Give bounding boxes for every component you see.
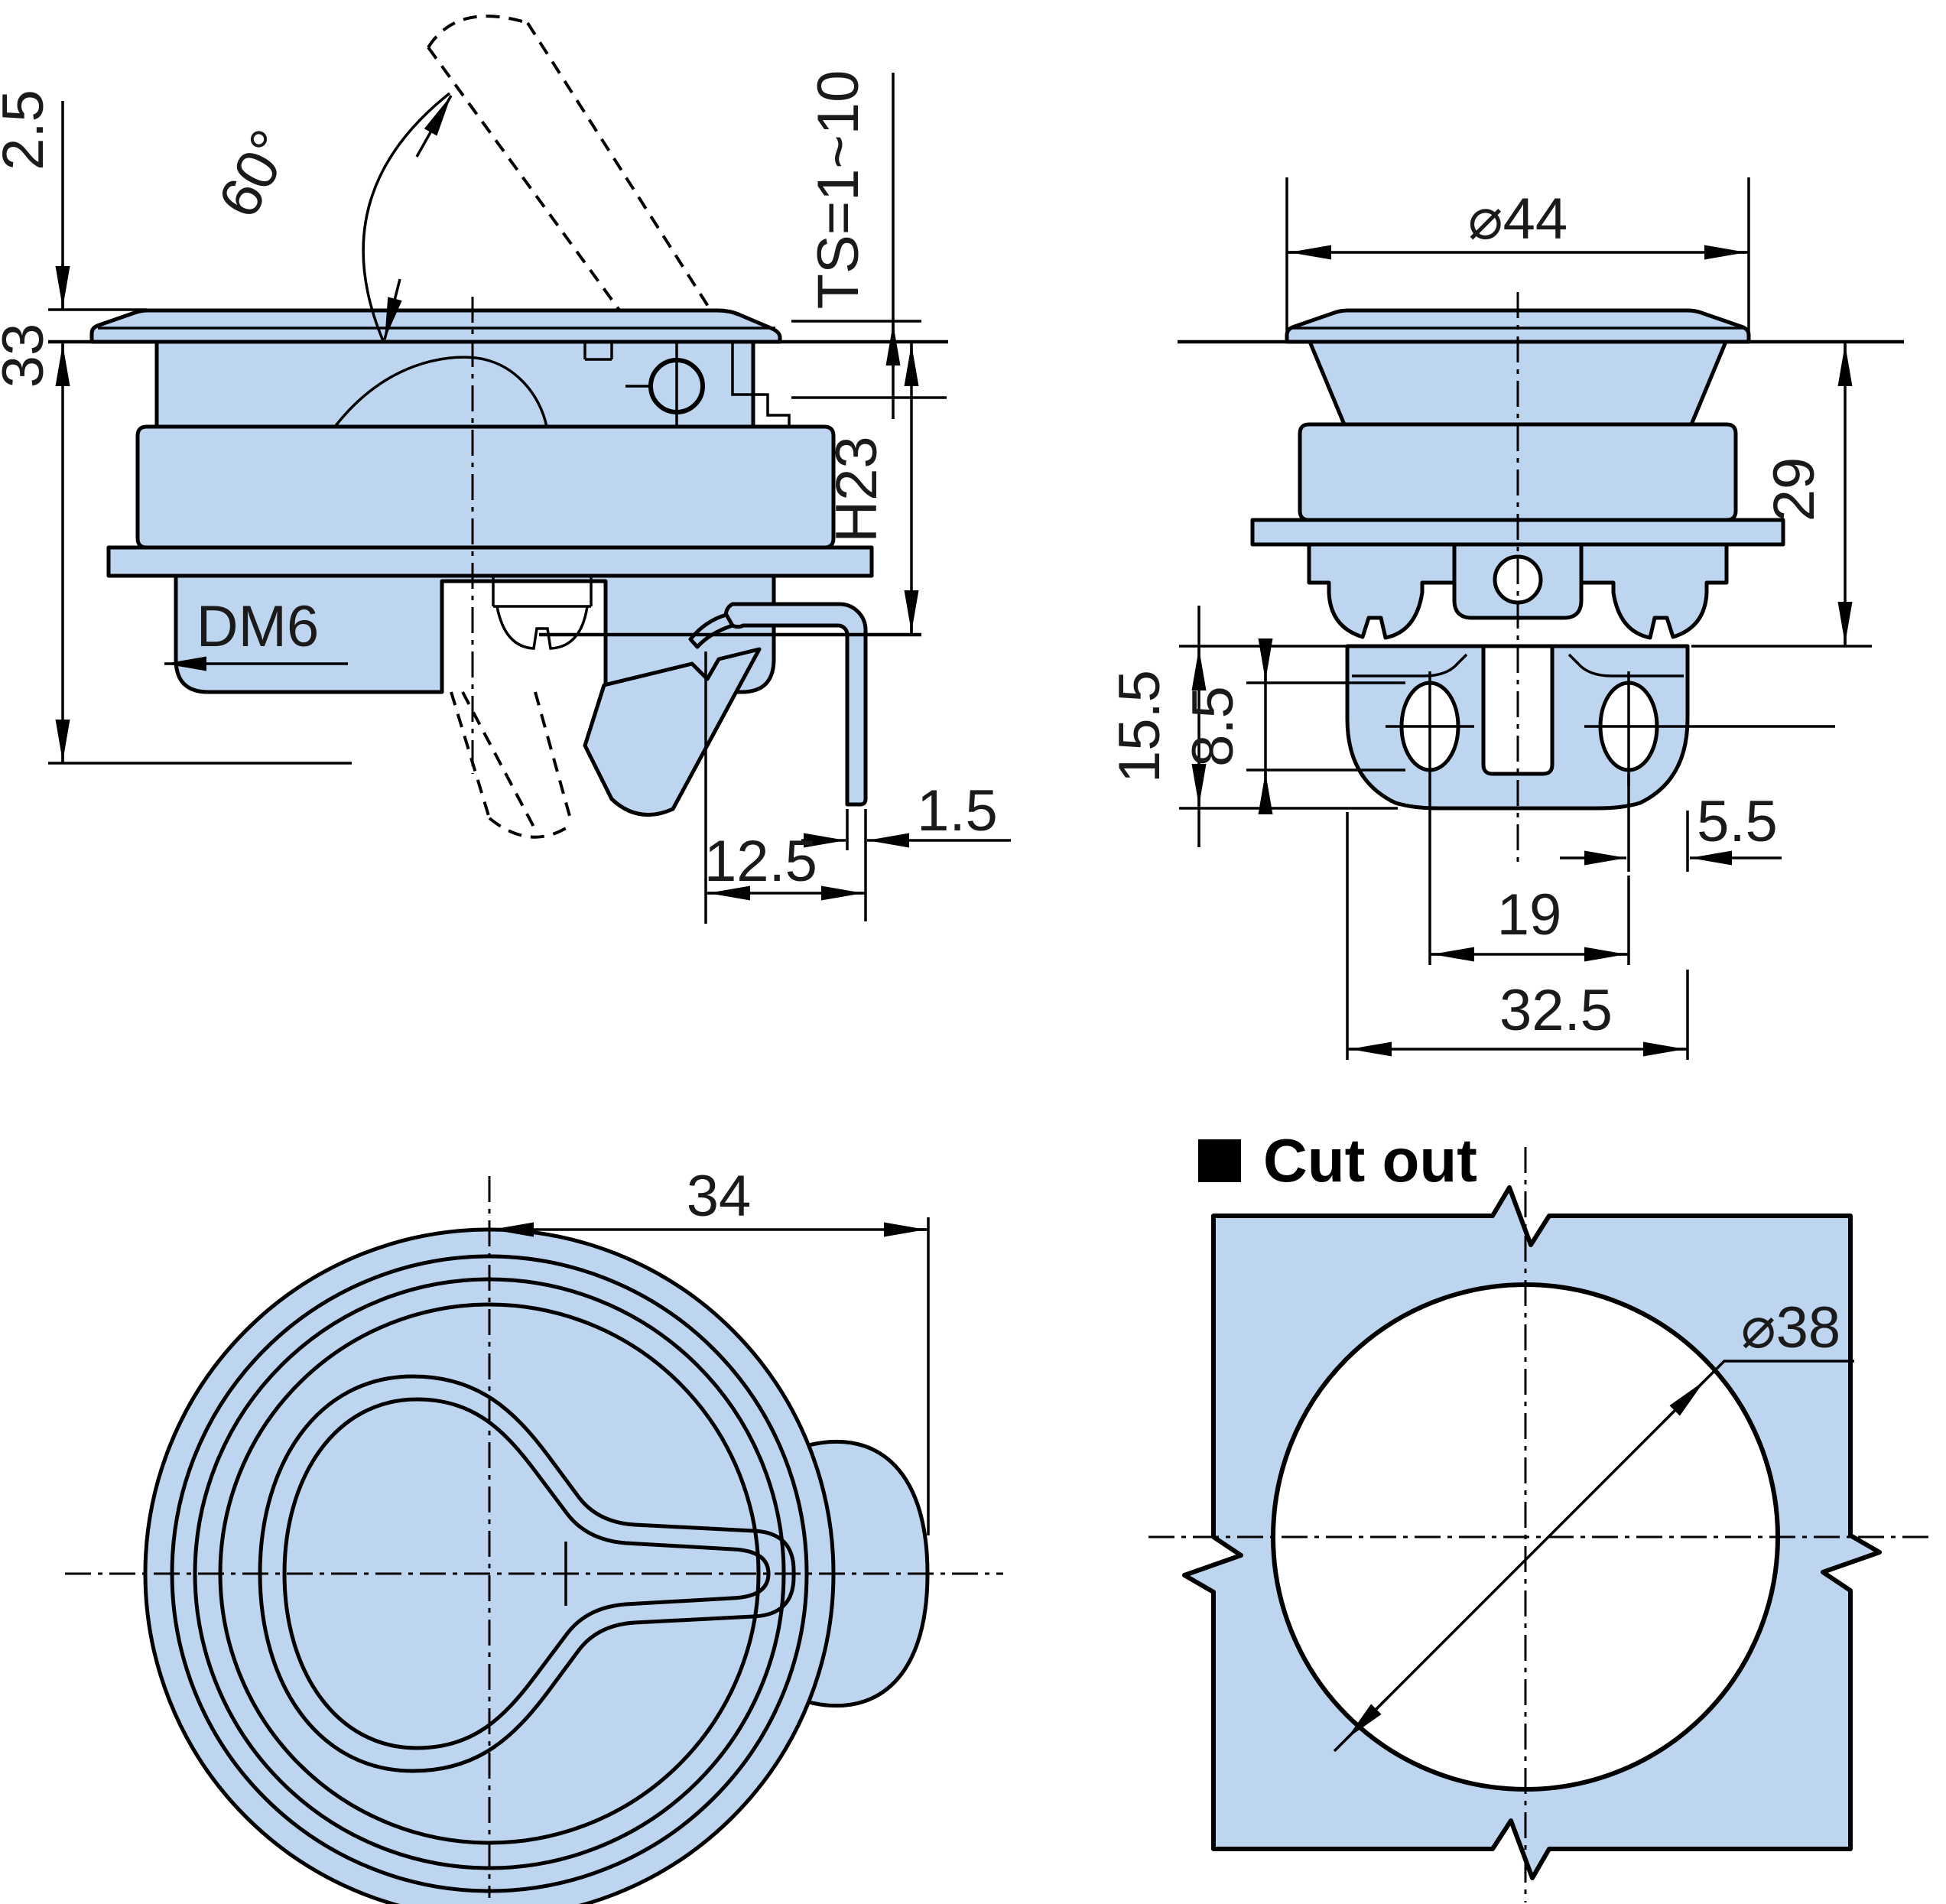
dim-label-1-5: 1.5 <box>917 778 998 843</box>
plate-fold-line <box>1568 653 1684 677</box>
cutout-view: Cut out ⌀38 <box>1148 1126 1928 1902</box>
dim-label-d38: ⌀38 <box>1741 1295 1840 1360</box>
clamp-nut-section <box>135 424 836 550</box>
dim-label-29: 29 <box>1762 457 1827 522</box>
angle-arc <box>362 92 451 343</box>
serrated-clip <box>1307 542 1457 640</box>
cutout-label: Cut out <box>1263 1126 1477 1194</box>
handle-recess-inner-outline <box>282 1397 771 1750</box>
handle-open-dashed-cap <box>427 15 528 49</box>
dim-arrow <box>1662 1379 1706 1424</box>
serrated-clip-line <box>495 606 589 650</box>
angle-arrow <box>383 278 402 340</box>
washer-plate-section <box>106 545 874 578</box>
dim-label-h23: H23 <box>824 436 889 542</box>
dim-label-5-5: 5.5 <box>1697 789 1778 854</box>
screw-pocket-lines <box>583 343 613 361</box>
dim-label-2-5: 2.5 <box>0 89 56 171</box>
dim-label-33: 33 <box>0 323 56 388</box>
cam-dashed-edge <box>534 691 573 825</box>
dim-label-8-5: 8.5 <box>1181 686 1246 767</box>
dim-label-ts: TS=1~10 <box>806 70 871 310</box>
cam-dashed-tip <box>488 817 573 839</box>
ext-line <box>846 809 867 921</box>
dim-arrow <box>1345 1696 1389 1740</box>
clip-pocket-lines <box>492 576 593 608</box>
bracket-lip <box>688 612 735 649</box>
cam-latch-arm <box>583 647 762 817</box>
side-view: 2.5 33 60° TS=1~10 H23 DM6 1.5 12.5 <box>0 15 1011 924</box>
dim-line <box>1346 812 1689 1060</box>
cam-dashed-edge <box>450 691 491 819</box>
angle-arrow <box>415 95 453 158</box>
legend-square-icon <box>1198 1139 1241 1182</box>
dim-line <box>489 1217 930 1535</box>
dim-line <box>1691 342 1872 648</box>
bezel-section <box>154 340 755 429</box>
ext-line <box>1627 774 1689 872</box>
bezel-step-lines <box>731 343 791 425</box>
dim-label-19: 19 <box>1497 882 1562 947</box>
dim-label-15-5: 15.5 <box>1107 670 1172 783</box>
dim-label-34: 34 <box>687 1164 752 1229</box>
dim-label-60deg: 60° <box>206 120 304 228</box>
dim-label-dm6: DM6 <box>197 594 319 659</box>
handle-open-dashed-edge <box>526 21 728 336</box>
dim-label-12-5: 12.5 <box>704 829 817 894</box>
dim-line <box>1285 177 1750 339</box>
front-view: ⌀44 29 15.5 8.5 5.5 19 32.5 <box>1107 177 1904 1060</box>
cam-dashed-inner <box>461 691 537 830</box>
dim-label-32-5: 32.5 <box>1499 978 1613 1043</box>
diameter-leader-line <box>1333 1360 1854 1753</box>
plan-view: 34 <box>65 1164 1003 1904</box>
serrated-clip <box>1579 542 1729 640</box>
slot-center-ticks <box>1386 671 1835 786</box>
handle-open-dashed-edge <box>427 46 642 341</box>
flange-cap-section <box>89 308 782 344</box>
plate-fold-line <box>1352 653 1468 677</box>
dim-label-d44: ⌀44 <box>1468 187 1568 252</box>
